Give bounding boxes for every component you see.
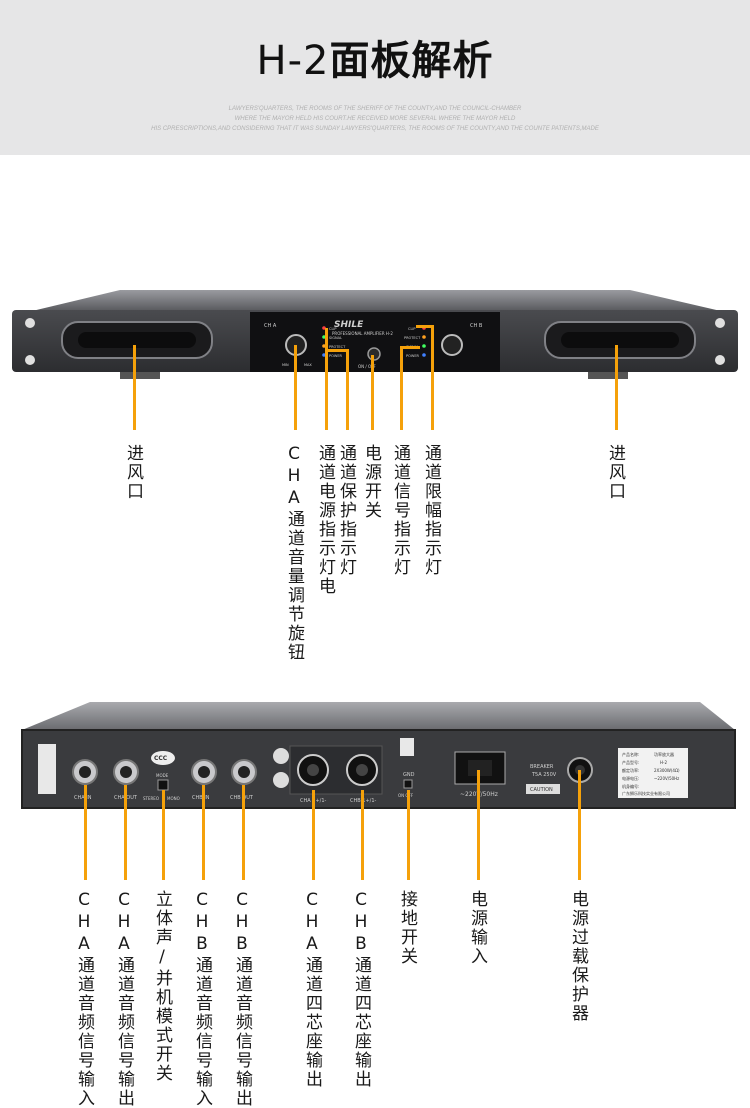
svg-text:H-2: H-2 xyxy=(660,760,667,765)
cha-speakon-icon xyxy=(297,754,329,786)
svg-text:CH A: CH A xyxy=(264,323,277,329)
leader-line-cha-speakon xyxy=(312,790,315,880)
chb-out-xlr-icon xyxy=(231,759,257,785)
rear-top-surface xyxy=(22,702,735,730)
cha-out-xlr-icon xyxy=(113,759,139,785)
front-panel-image: SHILE PROFESSIONAL AMPLIFIER H-2 CH A CH… xyxy=(12,290,738,379)
svg-text:产品型号:: 产品型号: xyxy=(622,759,639,765)
power-switch-icon xyxy=(367,347,381,361)
leader-line-vent-right xyxy=(615,345,618,430)
label-chb-speakon: CHB通道四芯座输出 xyxy=(351,890,371,1089)
leader-line-signal-led xyxy=(400,346,403,430)
subtitle-line-1: LAWYERS'QUARTERS, THE ROOMS OF THE SHERI… xyxy=(228,106,522,112)
svg-text:POWER: POWER xyxy=(329,354,343,358)
page-title: H-2面板解析 xyxy=(0,28,750,86)
svg-text:CLIP: CLIP xyxy=(329,327,337,331)
title-text: 面板解析 xyxy=(329,38,494,84)
svg-text:STEREO: STEREO xyxy=(143,796,159,801)
svg-text:功率放大器: 功率放大器 xyxy=(654,751,674,757)
label-breaker: 电源过载保护器 xyxy=(568,890,588,1023)
chb-volume-knob-icon xyxy=(441,334,463,356)
svg-text:额定功率:: 额定功率: xyxy=(622,767,639,773)
svg-text:CH B: CH B xyxy=(470,323,483,329)
cha-in-xlr-icon xyxy=(72,759,98,785)
leader-line-power-led xyxy=(325,328,328,430)
svg-text:ON / OFF: ON / OFF xyxy=(358,364,376,369)
leader-line-chb-speakon xyxy=(361,790,364,880)
rack-hole-left-top-icon xyxy=(25,318,35,328)
front-top-surface xyxy=(28,290,725,312)
svg-text:MAX: MAX xyxy=(304,363,312,367)
svg-text:CHA IN: CHA IN xyxy=(74,795,92,801)
svg-text:CHB OUT: CHB OUT xyxy=(230,795,254,801)
mode-switch-icon xyxy=(157,779,169,791)
leader-line-breaker xyxy=(578,770,581,880)
label-protect-led: 通道保护指示灯 xyxy=(336,444,356,577)
leader-line-chb-in xyxy=(202,785,205,880)
label-cha-volume: CHA通道音量调节旋钮 xyxy=(284,444,304,662)
leader-line-cha-in xyxy=(84,785,87,880)
leader-line-chb-out xyxy=(242,785,245,880)
subtitle-line-2: WHERE THE MAYOR HELD HIS COURT.HE RECEIV… xyxy=(234,116,516,122)
svg-text:ON OFF: ON OFF xyxy=(398,793,414,798)
rack-hole-right-bottom-icon xyxy=(715,355,725,365)
ccc-badge-icon xyxy=(151,751,175,765)
svg-text:~220V/50Hz: ~220V/50Hz xyxy=(654,776,679,781)
svg-text:SIGNAL: SIGNAL xyxy=(329,336,342,340)
svg-text:POWER: POWER xyxy=(406,354,420,358)
svg-text:GND: GND xyxy=(403,772,415,778)
label-signal-led: 通道信号指示灯 xyxy=(390,444,410,577)
svg-text:MODE: MODE xyxy=(156,773,169,778)
svg-text:MIN: MIN xyxy=(282,363,289,367)
chb-in-xlr-icon xyxy=(191,759,217,785)
label-power-input: 电源输入 xyxy=(467,890,487,966)
label-power-switch: 电源开关 xyxy=(361,444,381,520)
svg-text:MONO: MONO xyxy=(167,796,180,801)
leader-line-power-switch xyxy=(371,355,374,430)
label-chb-in: CHB通道音频信号输入 xyxy=(192,890,212,1108)
header-band: H-2面板解析 LAWYERS'QUARTERS, THE ROOMS OF T… xyxy=(0,0,750,155)
svg-text:机身编号:: 机身编号: xyxy=(622,783,639,789)
label-gnd-switch: 接地开关 xyxy=(397,890,417,966)
label-vent-right: 进风口 xyxy=(605,444,625,501)
svg-text:T5A 250V: T5A 250V xyxy=(531,772,557,778)
svg-text:PROTECT: PROTECT xyxy=(404,336,421,340)
svg-text:CAUTION: CAUTION xyxy=(530,787,553,793)
svg-text:CHB IN: CHB IN xyxy=(192,795,210,801)
svg-text:2X300W(4Ω): 2X300W(4Ω) xyxy=(654,768,680,773)
rack-hole-left-bottom-icon xyxy=(25,355,35,365)
svg-text:PROTECT: PROTECT xyxy=(329,345,346,349)
label-vent-left: 进风口 xyxy=(123,444,143,501)
leader-line-cha-out xyxy=(124,785,127,880)
svg-text:BREAKER: BREAKER xyxy=(530,764,554,770)
leader-line-limit-led xyxy=(431,325,434,430)
spec-plate xyxy=(618,748,688,798)
svg-text:广东狮乐科技实业有限公司: 广东狮乐科技实业有限公司 xyxy=(622,790,670,796)
leader-line-vent-left xyxy=(133,345,136,430)
svg-text:CLIP: CLIP xyxy=(408,327,416,331)
subtitle-line-3: HIS CPRESCRIPTIONS,AND CONSIDERING THAT … xyxy=(151,126,599,132)
svg-text:PROFESSIONAL AMPLIFIER H-2: PROFESSIONAL AMPLIFIER H-2 xyxy=(332,331,393,336)
rack-hole-right-top-icon xyxy=(715,318,725,328)
svg-text:产品名称:: 产品名称: xyxy=(622,751,639,757)
leader-line-gnd xyxy=(407,790,410,880)
rear-panel-image: CHA IN CHA OUT CCC MODE STEREO MONO CHB … xyxy=(21,702,736,809)
title-model: H-2 xyxy=(256,38,330,84)
leader-line-cha-volume xyxy=(294,345,297,430)
leader-line-protect-led xyxy=(346,349,349,430)
leader-line-mode xyxy=(162,790,165,880)
label-cha-in: CHA通道音频信号输入 xyxy=(74,890,94,1108)
brand-logo: SHILE xyxy=(334,320,364,330)
chb-speakon-icon xyxy=(346,754,378,786)
label-chb-out: CHB通道音频信号输出 xyxy=(232,890,252,1108)
label-cha-out: CHA通道音频信号输出 xyxy=(114,890,134,1108)
label-power-led: 通道电源指示灯电 xyxy=(315,444,335,596)
label-limit-led: 通道限幅指示灯 xyxy=(421,444,441,577)
label-mode-switch: 立体声/并机模式开关 xyxy=(152,890,172,1083)
leader-line-power-input xyxy=(477,770,480,880)
svg-text:电源电压:: 电源电压: xyxy=(622,775,639,781)
gnd-switch-icon xyxy=(403,779,413,789)
svg-text:CCC: CCC xyxy=(154,755,168,762)
label-cha-speakon: CHA通道四芯座输出 xyxy=(302,890,322,1089)
